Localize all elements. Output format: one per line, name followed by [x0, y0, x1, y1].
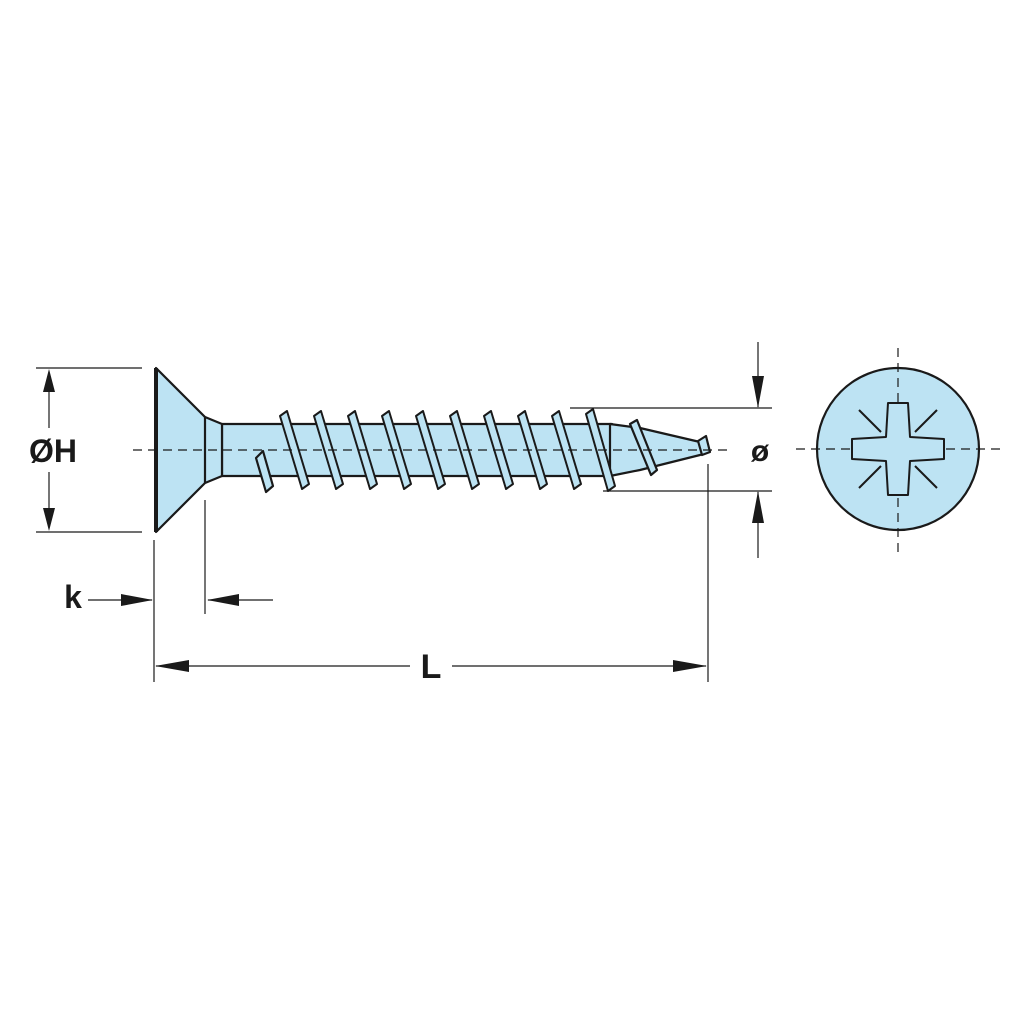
length-dimension: L [155, 464, 709, 686]
length-label: L [421, 648, 442, 686]
back-thread-flight [254, 449, 275, 494]
thread-flight [279, 410, 310, 490]
head-height-label: k [64, 579, 82, 615]
thread-flight [517, 410, 548, 490]
thread-flight [551, 410, 582, 490]
thread-flight [415, 410, 446, 490]
screw-head-top-view [796, 348, 1002, 555]
thread-diameter-label: ø [751, 435, 770, 468]
head-height-dimension: k [64, 500, 273, 682]
pozidriv-cross-icon [851, 402, 945, 496]
thread-diameter-dimension: ø [570, 342, 772, 558]
head-diameter-label: ØH [29, 433, 77, 469]
head-diameter-dimension: ØH [29, 367, 142, 533]
tip-thread-flight [628, 418, 659, 477]
